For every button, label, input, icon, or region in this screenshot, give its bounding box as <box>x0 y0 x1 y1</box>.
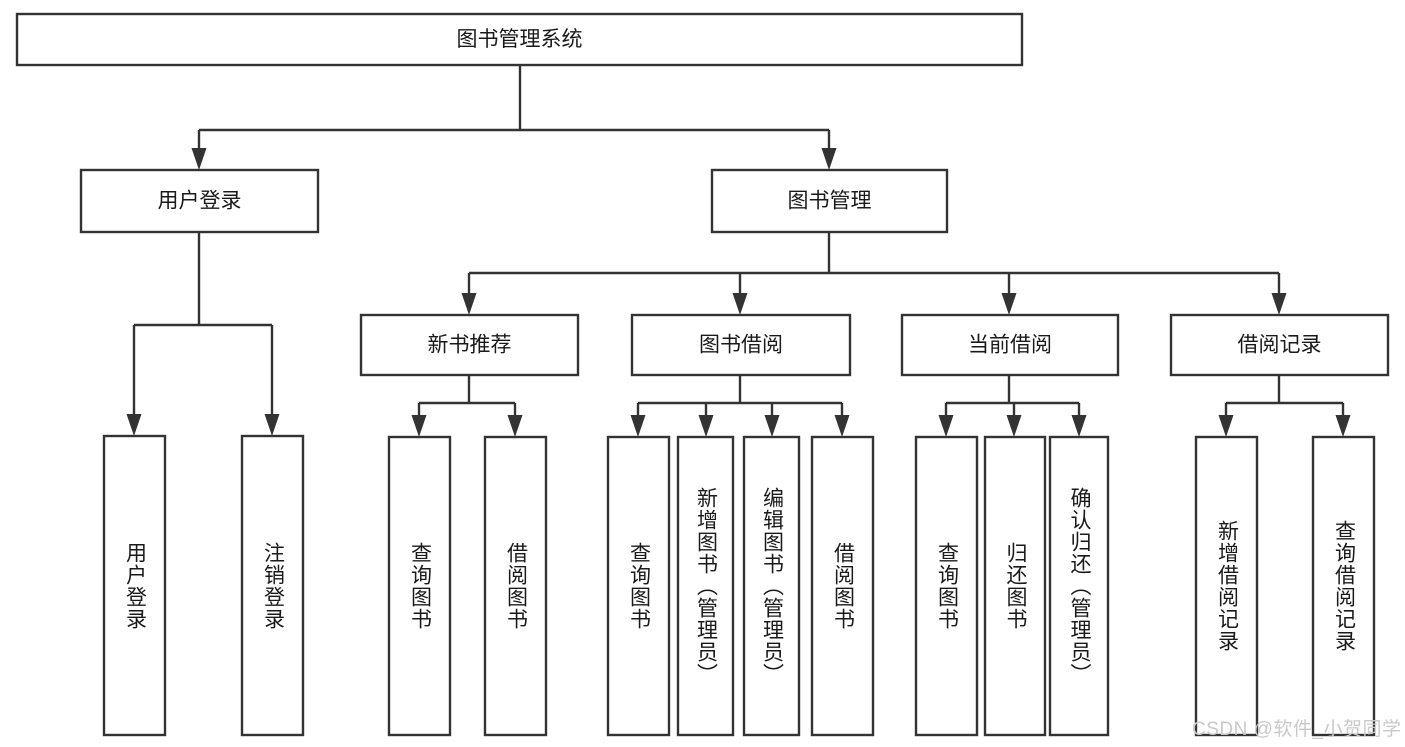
arrow-head-icon <box>1335 415 1351 437</box>
arrow-head-icon <box>834 415 850 437</box>
arrow-head-icon <box>411 415 427 437</box>
node-box-leaf-query-book-recommend[interactable] <box>387 435 452 737</box>
node-box-leaf-add-borrow-record[interactable] <box>1194 435 1259 737</box>
node-box-leaf-user-logout[interactable] <box>240 434 305 737</box>
arrow-head-icon <box>1218 415 1234 437</box>
arrow-head-icon <box>1006 415 1022 437</box>
node-box-book-manage[interactable] <box>710 168 949 234</box>
node-box-root[interactable] <box>15 12 1024 67</box>
arrow-head-icon <box>732 293 748 315</box>
node-box-leaf-query-book-current[interactable] <box>914 435 979 737</box>
node-box-leaf-query-borrow-record[interactable] <box>1311 435 1376 737</box>
arrow-head-icon <box>1271 293 1287 315</box>
node-label-borrow-record: 借阅记录 <box>1238 334 1322 357</box>
arrow-head-icon <box>507 415 523 437</box>
arrow-head-icon <box>698 415 714 437</box>
arrow-head-icon <box>1071 415 1087 437</box>
node-label-root: 图书管理系统 <box>457 28 583 51</box>
node-label-new-book-recommend: 新书推荐 <box>428 334 512 357</box>
node-box-leaf-return-book[interactable] <box>983 435 1047 737</box>
arrow-head-icon <box>764 415 780 437</box>
node-box-leaf-add-book-admin[interactable] <box>676 435 735 737</box>
node-label-book-manage: 图书管理 <box>788 190 872 213</box>
arrow-head-icon <box>1001 293 1017 315</box>
arrow-head-icon <box>191 148 207 170</box>
boxes-layer <box>15 12 1390 737</box>
arrow-head-icon <box>821 148 837 170</box>
node-box-leaf-query-book-borrow[interactable] <box>606 435 671 737</box>
csdn-watermark: CSDN @软件_小贺同学 <box>1192 719 1402 740</box>
arrow-head-icon <box>938 415 954 437</box>
arrow-head-icon <box>630 415 646 437</box>
node-label-book-borrow: 图书借阅 <box>699 334 783 357</box>
node-label-current-borrow: 当前借阅 <box>968 334 1052 357</box>
node-box-leaf-borrow-book-recommend[interactable] <box>483 435 548 737</box>
arrow-head-icon <box>461 293 477 315</box>
node-box-leaf-borrow-book-borrow[interactable] <box>810 435 875 737</box>
node-box-new-book-recommend[interactable] <box>359 313 580 377</box>
node-box-leaf-edit-book-admin[interactable] <box>742 435 801 737</box>
node-box-user-login[interactable] <box>79 168 320 234</box>
node-box-leaf-confirm-return-admin[interactable] <box>1048 435 1110 737</box>
node-label-user-login: 用户登录 <box>158 190 242 213</box>
arrow-head-icon <box>264 414 280 436</box>
arrow-head-icon <box>126 414 142 436</box>
node-box-borrow-record[interactable] <box>1169 313 1390 377</box>
node-box-leaf-user-login[interactable] <box>102 434 167 737</box>
connectors-layer <box>126 65 1351 437</box>
node-box-current-borrow[interactable] <box>900 313 1120 377</box>
node-box-book-borrow[interactable] <box>630 313 852 377</box>
